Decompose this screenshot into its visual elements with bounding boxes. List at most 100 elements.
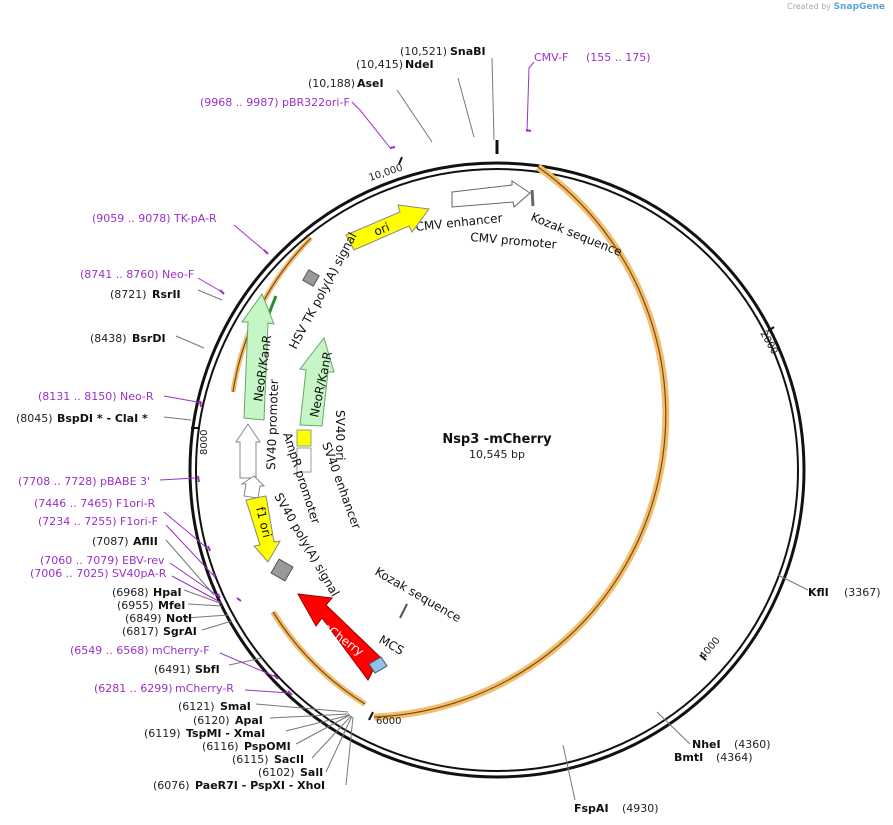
site-name-ndei[interactable]: NdeI xyxy=(405,58,434,71)
hsv-tk-box xyxy=(302,269,320,287)
primer-range-mcherry-f: (6549 .. 6568) xyxy=(70,644,149,657)
site-pos-snabi: (10,521) xyxy=(400,45,447,58)
primer-name-cmv-f[interactable]: CMV-F xyxy=(534,51,568,64)
site-name-sgrai[interactable]: SgrAI xyxy=(163,625,197,638)
kozak-bottom-label: Kozak sequence xyxy=(373,564,464,625)
mcherry-arrow xyxy=(297,593,381,681)
neo-right-arrow xyxy=(299,336,335,427)
primer-range-sv40pa-r: (7006 .. 7025) xyxy=(30,567,109,580)
site-pos-nhei: (4360) xyxy=(734,738,771,751)
orf-arc-bottomleft-line xyxy=(272,611,366,705)
site-name-aflii[interactable]: AflII xyxy=(133,535,158,548)
site-pos-aflii: (7087) xyxy=(92,535,129,548)
site-pos-sgrai: (6817) xyxy=(122,625,159,638)
tick-10000 xyxy=(398,156,403,165)
primer-range-cmv-f: (155 .. 175) xyxy=(586,51,651,64)
mcs-label: MCS xyxy=(377,632,407,657)
primer-name-ebv-rev[interactable]: EBV-rev xyxy=(122,554,165,567)
site-name-sacii[interactable]: SacII xyxy=(274,753,304,766)
site-pos-kfli: (3367) xyxy=(844,586,881,599)
site-name-xhoi[interactable]: PaeR7I - PspXI - XhoI xyxy=(195,779,325,792)
cmv-enhancer-arrow xyxy=(451,180,531,208)
site-name-snabi[interactable]: SnaBI xyxy=(450,45,486,58)
primer-range-pbabe: (7708 .. 7728) xyxy=(18,475,97,488)
sv40-promoter-label: SV40 promoter xyxy=(264,379,281,470)
site-name-mfei[interactable]: MfeI xyxy=(158,599,185,612)
site-name-xmai[interactable]: TspMI - XmaI xyxy=(186,727,265,740)
primer-range-neo-f: (8741 .. 8760) xyxy=(80,268,159,281)
primer-range-mcherry-r: (6281 .. 6299) xyxy=(94,682,173,695)
site-pos-smai: (6121) xyxy=(178,700,215,713)
primer-name-neo-r[interactable]: Neo-R xyxy=(120,390,154,403)
site-pos-mfei: (6955) xyxy=(117,599,154,612)
primer-name-mcherry-f[interactable]: mCherry-F xyxy=(152,644,210,657)
tick-2000 xyxy=(767,326,775,332)
site-name-smai[interactable]: SmaI xyxy=(220,700,251,713)
site-pos-bsrdi: (8438) xyxy=(90,332,127,345)
site-pos-noti: (6849) xyxy=(125,612,162,625)
watermark-brand: SnapGene xyxy=(833,2,885,12)
site-pos-asei: (10,188) xyxy=(308,77,355,90)
backbone-inner xyxy=(195,168,799,772)
site-name-bsrdi[interactable]: BsrDI xyxy=(132,332,166,345)
primer-name-f1ori-f[interactable]: F1ori-F xyxy=(120,515,158,528)
site-name-rsrii[interactable]: RsrII xyxy=(152,288,181,301)
backbone-outer xyxy=(188,161,806,779)
site-name-hpai[interactable]: HpaI xyxy=(153,586,182,599)
site-name-clai[interactable]: BspDI * - ClaI * xyxy=(57,412,148,425)
site-leader-lines xyxy=(163,57,809,801)
site-name-sbfi[interactable]: SbfI xyxy=(195,663,220,676)
sv40-ori-box xyxy=(296,429,312,447)
site-name-noti[interactable]: NotI xyxy=(166,612,192,625)
primer-name-tk-pa-r[interactable]: TK-pA-R xyxy=(173,212,217,225)
primer-name-mcherry-r[interactable]: mCherry-R xyxy=(175,682,234,695)
primer-name-sv40pa-r[interactable]: SV40pA-R xyxy=(112,567,167,580)
primer-range-f1ori-f: (7234 .. 7255) xyxy=(38,515,117,528)
site-name-bmti[interactable]: BmtI xyxy=(674,751,703,764)
site-pos-xhoi: (6076) xyxy=(153,779,190,792)
site-pos-clai: (8045) xyxy=(16,412,53,425)
snapgene-watermark: Created by SnapGene xyxy=(787,2,885,12)
primer-name-f1ori-r[interactable]: F1ori-R xyxy=(116,497,156,510)
primer-range-neo-r: (8131 .. 8150) xyxy=(38,390,117,403)
site-pos-hpai: (6968) xyxy=(112,586,149,599)
sv40-polya-box xyxy=(270,558,294,582)
primer-range-pbr322ori-f: (9968 .. 9987) xyxy=(200,96,279,109)
hsv-tk-label: HSV TK poly(A) signal xyxy=(286,230,359,351)
site-pos-sbfi: (6491) xyxy=(154,663,191,676)
site-name-sali[interactable]: SalI xyxy=(300,766,323,779)
primer-leader-lines xyxy=(159,61,535,694)
site-pos-bmti: (4364) xyxy=(716,751,753,764)
kozak-bottom-mark xyxy=(399,603,408,619)
sv40-promoter-arrow xyxy=(235,423,261,479)
tick-4000 xyxy=(699,654,707,661)
site-name-fspai[interactable]: FspAI xyxy=(574,802,609,815)
tick-label-8000: 8000 xyxy=(199,430,210,455)
orf-arc-right-line xyxy=(373,166,667,718)
watermark-prefix: Created by xyxy=(787,2,832,11)
primer-name-pbr322ori-f[interactable]: pBR322ori-F xyxy=(282,96,350,109)
tick-label-4000: 4000 xyxy=(698,635,723,662)
kozak-top-mark xyxy=(530,189,535,207)
primer-marks xyxy=(197,129,532,696)
plasmid-length: 10,545 bp xyxy=(469,448,525,461)
site-pos-sali: (6102) xyxy=(258,766,295,779)
tick-label-6000: 6000 xyxy=(376,716,401,727)
site-name-apai[interactable]: ApaI xyxy=(235,714,263,727)
site-name-nhei[interactable]: NheI xyxy=(692,738,721,751)
tick-6000 xyxy=(368,711,374,721)
site-pos-psopmi: (6116) xyxy=(202,740,239,753)
primer-name-neo-f[interactable]: Neo-F xyxy=(162,268,194,281)
site-pos-rsrii: (8721) xyxy=(110,288,147,301)
primer-name-pbabe[interactable]: pBABE 3' xyxy=(100,475,150,488)
site-pos-sacii: (6115) xyxy=(232,753,269,766)
site-pos-fspai: (4930) xyxy=(622,802,659,815)
primer-range-f1ori-r: (7446 .. 7465) xyxy=(34,497,113,510)
site-name-psopmi[interactable]: PspOMI xyxy=(244,740,291,753)
sv40-enhancer-box xyxy=(296,447,312,473)
site-name-kfli[interactable]: KflI xyxy=(808,586,829,599)
site-pos-xmai: (6119) xyxy=(144,727,181,740)
site-pos-ndei: (10,415) xyxy=(356,58,403,71)
site-name-asei[interactable]: AseI xyxy=(357,77,384,90)
